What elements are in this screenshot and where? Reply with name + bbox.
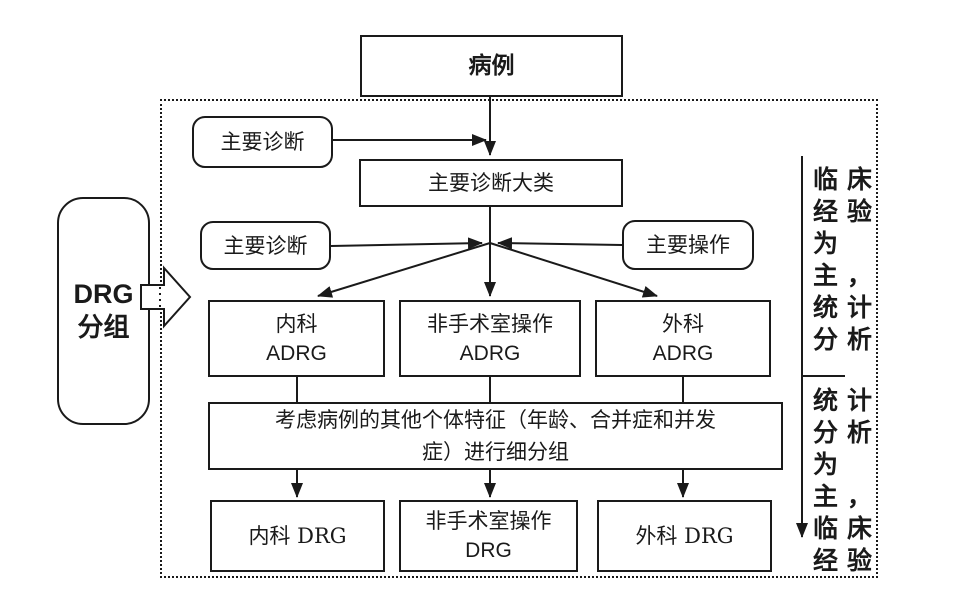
subdivision-line1: 考虑病例的其他个体特征（年龄、合并症和并发 xyxy=(275,408,716,432)
arrow-op-to-junction xyxy=(497,237,623,250)
arrow-junction-to-adrg-surgical xyxy=(489,242,658,298)
adrg-internal-line1: 内科 xyxy=(275,311,318,336)
drg-surgical-label: 外科 DRG xyxy=(635,524,734,548)
vertical-text-row: 为 xyxy=(813,450,848,479)
primary-diagnosis-top-label: 主要诊断 xyxy=(220,130,305,154)
adrg-internal-box: 内科 ADRG xyxy=(208,300,385,377)
adrg-non-or-box: 非手术室操作 ADRG xyxy=(399,300,581,377)
vertical-text-row: 经验 xyxy=(813,546,882,575)
arrow-pd2-to-junction xyxy=(330,237,483,250)
annotation-clinical-first: 临床经验为主，统计分析 xyxy=(813,164,875,356)
vertical-text-row: 统计 xyxy=(813,293,882,322)
primary-operation-box: 主要操作 xyxy=(622,220,754,270)
mdc-box: 主要诊断大类 xyxy=(359,159,623,207)
side-label-line2: 分组 xyxy=(77,313,130,343)
mdc-label: 主要诊断大类 xyxy=(428,171,554,195)
primary-operation-label: 主要操作 xyxy=(646,233,730,257)
adrg-surgical-box: 外科 ADRG xyxy=(595,300,771,377)
adrg-surgical-line1: 外科 xyxy=(662,311,704,336)
dotted-frame xyxy=(160,99,878,578)
annotation-statistics-first: 统计分析为主，临床经验 xyxy=(813,385,875,577)
vertical-text-row: 临床 xyxy=(813,165,882,194)
vertical-text-row: 为 xyxy=(813,229,848,258)
subdivision-line2: 症）进行细分组 xyxy=(422,440,569,464)
drg-non-or-line2: DRG xyxy=(465,539,512,562)
drg-non-or-line1: 非手术室操作 xyxy=(425,509,552,533)
drg-surgical-box: 外科 DRG xyxy=(597,500,772,572)
drg-grouping-side-box: DRG 分组 xyxy=(57,197,150,425)
primary-diagnosis-top-box: 主要诊断 xyxy=(192,116,333,168)
vertical-text-row: 统计 xyxy=(813,386,882,415)
primary-diagnosis-mid-label: 主要诊断 xyxy=(223,233,308,258)
primary-diagnosis-mid-box: 主要诊断 xyxy=(200,221,331,270)
case-label: 病例 xyxy=(468,52,515,79)
adrg-non-or-line2: ADRG xyxy=(459,341,521,365)
vertical-text-row: 分析 xyxy=(813,325,882,354)
adrg-internal-line2: ADRG xyxy=(266,341,327,365)
vertical-text-row: 经验 xyxy=(813,197,882,226)
subdivision-box: 考虑病例的其他个体特征（年龄、合并症和并发 症）进行细分组 xyxy=(208,402,783,470)
case-box: 病例 xyxy=(360,35,623,97)
vertical-text-row: 主， xyxy=(813,482,882,511)
vertical-text-row: 主， xyxy=(813,261,882,290)
drg-grouping-block-arrow xyxy=(140,265,192,329)
side-label-line1: DRG xyxy=(73,279,134,309)
adrg-non-or-line1: 非手术室操作 xyxy=(427,311,553,336)
vertical-text-row: 分析 xyxy=(813,418,882,447)
arrow-junction-to-adrg-internal xyxy=(317,242,491,298)
drg-internal-label: 内科 DRG xyxy=(248,524,347,548)
vertical-text-row: 临床 xyxy=(813,514,882,543)
adrg-surgical-line2: ADRG xyxy=(652,341,714,365)
drg-internal-box: 内科 DRG xyxy=(210,500,385,572)
drg-non-or-box: 非手术室操作 DRG xyxy=(399,500,578,572)
